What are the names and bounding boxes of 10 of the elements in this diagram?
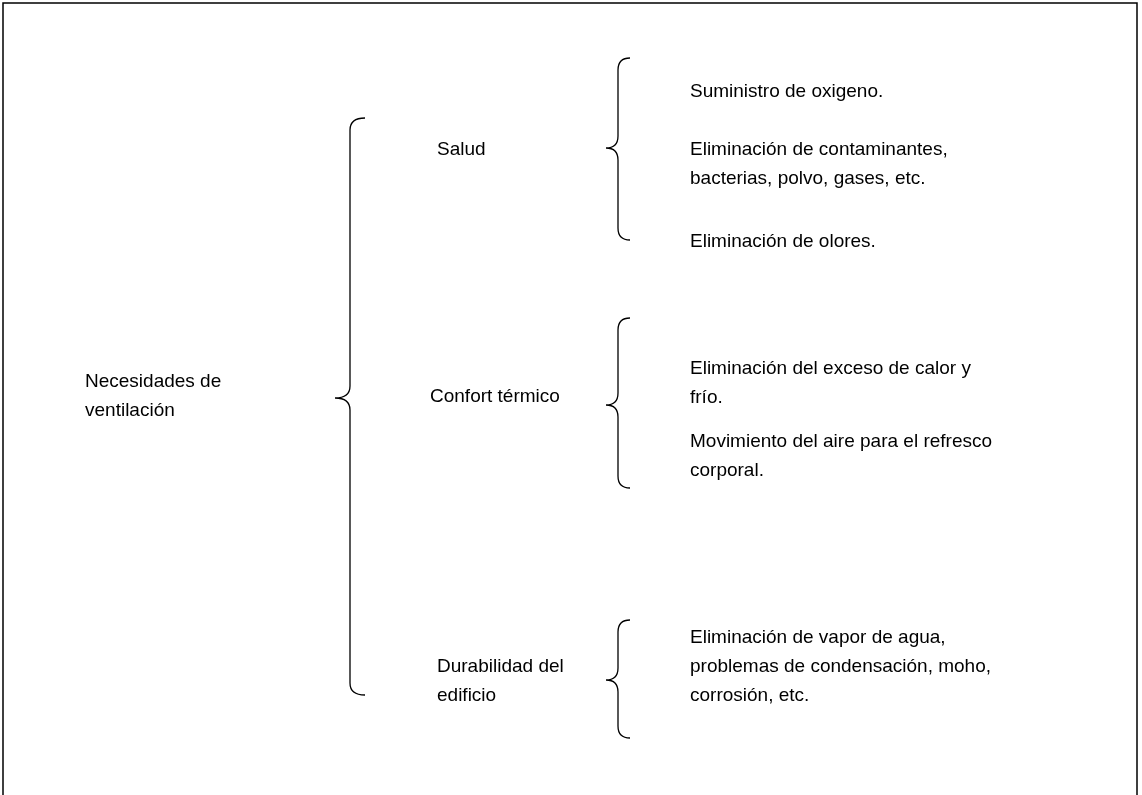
category-label: Durabilidad del edificio (437, 654, 565, 707)
category-label: Salud (437, 137, 487, 161)
item-text: Eliminación de contaminantes, bacterias, polvo, gases, etc. (690, 137, 949, 190)
category-label: Confort térmico (430, 384, 561, 408)
item-text: Eliminación de olores. (690, 229, 877, 253)
item-text: Eliminación del exceso de calor y frío. (690, 356, 972, 409)
item-text: Movimiento del aire para el refresco corporal. (690, 429, 994, 482)
item-text: Eliminación de vapor de agua, problemas de condensación, moho, corrosión, etc. (690, 625, 993, 707)
main-topic-label: Necesidades de ventilación (85, 369, 223, 422)
item-text: Suministro de oxigeno. (690, 79, 885, 103)
